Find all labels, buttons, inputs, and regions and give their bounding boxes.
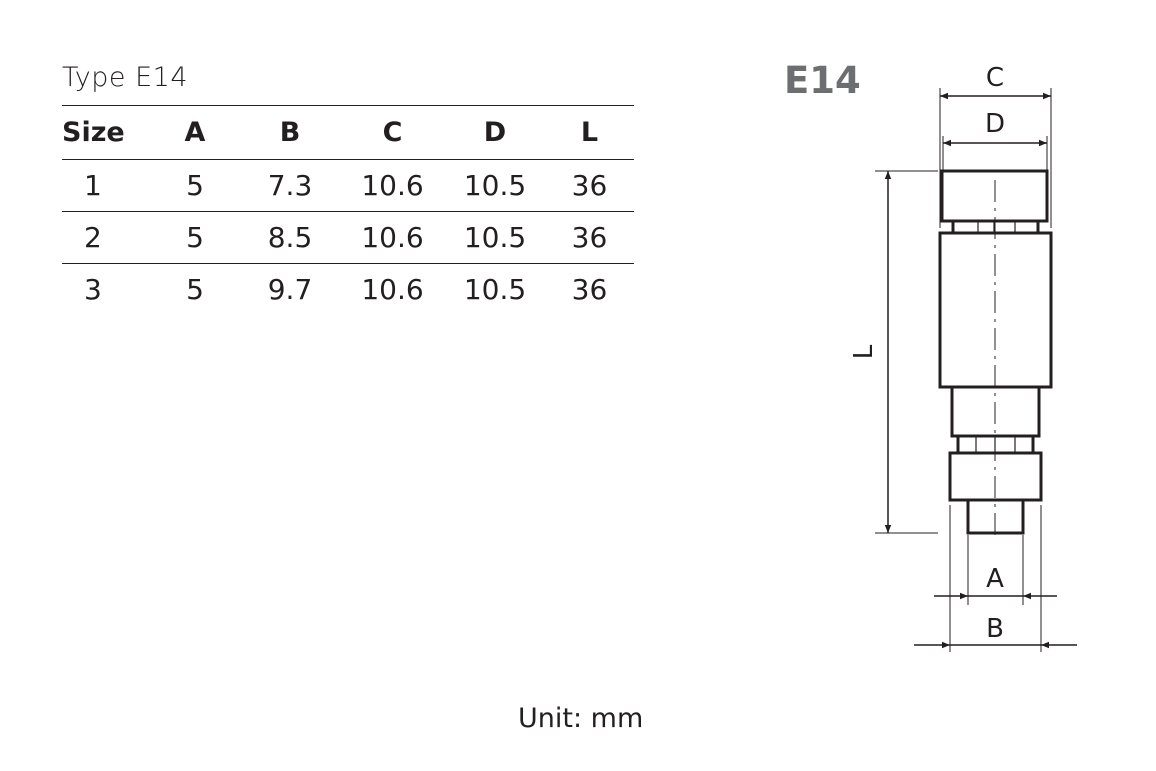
cell-a: 5 <box>186 273 204 307</box>
cell-size: 1 <box>62 159 150 212</box>
header-b: B <box>240 105 340 160</box>
spec-table: Size A B C D L 1 5 7.3 10.6 10.5 36 2 5 … <box>62 105 634 316</box>
cell-d: 10.5 <box>445 159 545 212</box>
label-d: D <box>985 109 1005 139</box>
header-d: D <box>445 105 545 160</box>
cell-c: 10.6 <box>361 273 424 307</box>
cell-a: 5 <box>150 159 240 212</box>
label-l: L <box>849 344 879 359</box>
cell-size: 2 <box>62 211 150 264</box>
table-row: 3 5 9.7 10.6 10.5 36 <box>62 264 634 316</box>
cell-l: 36 <box>571 273 608 307</box>
header-size: Size <box>62 105 150 160</box>
table-title: Type E14 <box>62 62 189 93</box>
cell-l: 36 <box>545 159 634 212</box>
cell-b: 8.5 <box>240 211 340 264</box>
cell-b: 9.7 <box>267 273 313 307</box>
cell-a: 5 <box>150 211 240 264</box>
label-c: C <box>986 63 1004 93</box>
cell-size: 3 <box>84 273 102 307</box>
label-a: A <box>986 564 1004 594</box>
unit-note: Unit: mm <box>518 703 644 734</box>
cell-c: 10.6 <box>340 159 445 212</box>
type-label: E14 <box>784 59 861 102</box>
header-c: C <box>340 105 445 160</box>
header-a: A <box>150 105 240 160</box>
extension-lines <box>875 88 1052 652</box>
cell-d: 10.5 <box>463 273 527 307</box>
cell-c: 10.6 <box>340 211 445 264</box>
header-row: Size A B C D L <box>62 105 634 160</box>
dimension-arrows <box>884 92 1077 649</box>
table-row: 1 5 7.3 10.6 10.5 36 <box>62 159 634 212</box>
label-b: B <box>986 614 1004 644</box>
cell-l: 36 <box>545 211 634 264</box>
neck-hatching <box>975 221 1016 453</box>
cell-b: 7.3 <box>240 159 340 212</box>
dimension-labels: C D L A B <box>849 63 1005 644</box>
cell-d: 10.5 <box>445 211 545 264</box>
header-l: L <box>545 105 634 160</box>
table-row: 2 5 8.5 10.6 10.5 36 <box>62 211 634 264</box>
